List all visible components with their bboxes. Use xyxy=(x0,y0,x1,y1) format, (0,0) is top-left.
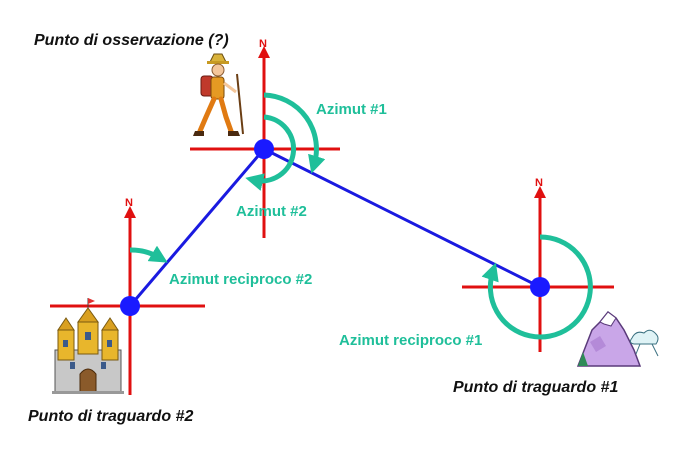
target-1-caption: Punto di traguardo #1 xyxy=(453,379,618,396)
mountain-icon xyxy=(576,310,659,367)
reciprocal-azimuth-2-arc xyxy=(129,245,168,263)
target-1-dot xyxy=(530,277,550,297)
target-2-caption: Punto di traguardo #2 xyxy=(28,408,193,425)
observation-point-caption: Punto di osservazione (?) xyxy=(34,32,229,49)
reciprocal-azimuth-1-arc xyxy=(481,234,593,340)
castle-icon xyxy=(52,298,124,394)
reciprocal-azimuth-2-label: Azimut reciproco #2 xyxy=(169,271,312,288)
target-2-dot xyxy=(120,296,140,316)
hiker-icon xyxy=(193,53,244,136)
observation-north-label: N xyxy=(259,38,267,50)
azimuth-1-label: Azimut #1 xyxy=(316,101,387,118)
sight-line-to-target-2 xyxy=(128,148,266,307)
observation-north-arrowhead xyxy=(258,46,270,58)
target-2-north-arrowhead xyxy=(124,206,136,218)
azimuth-2-label: Azimut #2 xyxy=(236,203,307,220)
observation-point-dot xyxy=(254,139,274,159)
azimuth-1-arc xyxy=(263,92,326,174)
azimuth-2-arc xyxy=(245,114,297,191)
target-1-station: N xyxy=(462,177,614,352)
target-2-north-label: N xyxy=(125,197,133,209)
target-1-north-label: N xyxy=(535,177,543,189)
target-1-north-arrowhead xyxy=(534,186,546,198)
reciprocal-azimuth-1-label: Azimut reciproco #1 xyxy=(339,332,482,349)
